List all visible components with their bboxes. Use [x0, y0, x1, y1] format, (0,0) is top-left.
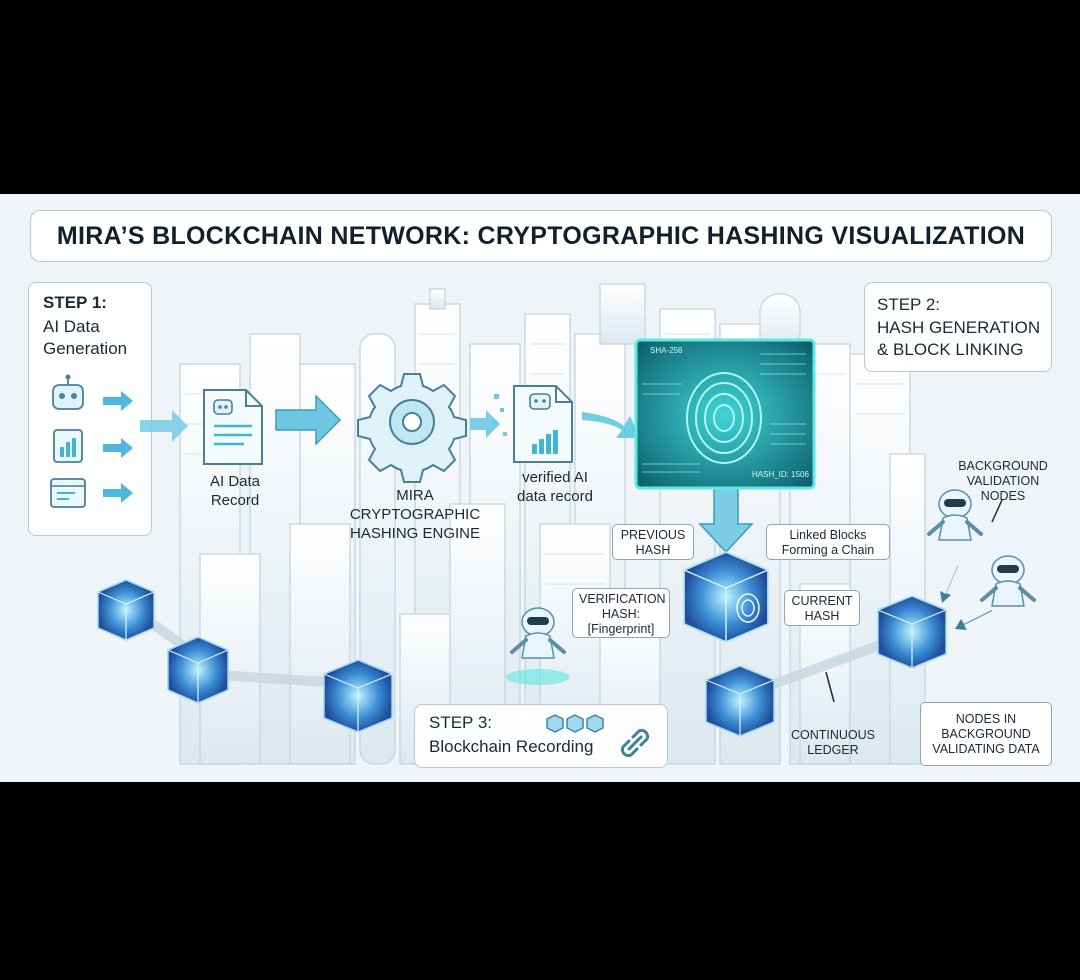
arrow-right-icon — [103, 483, 133, 503]
screen-hash-id: HASH_ID: 1506 — [752, 470, 809, 479]
fingerprint-icon — [736, 593, 760, 623]
block-cube-main — [683, 551, 769, 643]
ai-record-doc-icon — [203, 389, 263, 465]
robot-icon — [52, 374, 84, 410]
verified-record-doc-icon — [492, 385, 573, 463]
block-cube — [97, 579, 155, 641]
arrow-right-icon — [103, 438, 133, 458]
pointer-arrow — [825, 671, 835, 703]
blocks-icon — [546, 714, 604, 733]
step2-panel: STEP 2: HASH GENERATION & BLOCK LINKING — [864, 282, 1052, 372]
step1-panel: STEP 1: AI Data Generation — [28, 282, 152, 536]
pointer-arrow — [991, 499, 1003, 523]
flow-arrow-down — [698, 483, 754, 554]
block-cube — [167, 636, 229, 704]
step2-line2: & BLOCK LINKING — [877, 340, 1024, 359]
arrow-right-icon — [103, 391, 133, 411]
step1-label: STEP 1: — [43, 293, 107, 312]
flow-arrow-1 — [140, 410, 188, 442]
flow-graphics — [97, 338, 1036, 737]
step2-label: STEP 2: — [877, 295, 940, 314]
step3-label: STEP 3: — [429, 713, 492, 732]
step3-icons — [546, 714, 650, 758]
block-cube — [323, 659, 393, 733]
code-window-icon — [50, 478, 86, 508]
flow-arrow-4 — [582, 412, 640, 438]
title-bar: MIRA’S BLOCKCHAIN NETWORK: CRYPTOGRAPHIC… — [30, 210, 1052, 262]
flow-arrow-3 — [470, 410, 500, 438]
flow-arrow-2 — [275, 394, 342, 446]
step3-panel: STEP 3: Blockchain Recording — [414, 704, 668, 768]
chart-doc-icon — [53, 429, 83, 463]
chain-link-icon — [620, 728, 650, 758]
screen-hash-algo: SHA-256 — [650, 346, 683, 355]
diagram-canvas: MIRA’S BLOCKCHAIN NETWORK: CRYPTOGRAPHIC… — [0, 194, 1080, 782]
fingerprint-icon — [686, 372, 762, 464]
step1-line1: AI Data — [43, 317, 100, 336]
fingerprint-screen — [634, 338, 816, 490]
gear-icon — [357, 373, 467, 483]
page-title: MIRA’S BLOCKCHAIN NETWORK: CRYPTOGRAPHIC… — [56, 222, 1026, 250]
robot-node-icon — [980, 555, 1036, 607]
block-cube — [877, 595, 947, 669]
step3-line1: Blockchain Recording — [429, 737, 594, 756]
step2-line1: HASH GENERATION — [877, 318, 1041, 337]
step1-line2: Generation — [43, 339, 128, 358]
block-cube — [705, 665, 775, 737]
robot-node-icon — [510, 607, 566, 659]
validation-arrows — [940, 565, 992, 630]
step1-icons — [50, 374, 133, 508]
robot-node-icon — [927, 489, 983, 541]
